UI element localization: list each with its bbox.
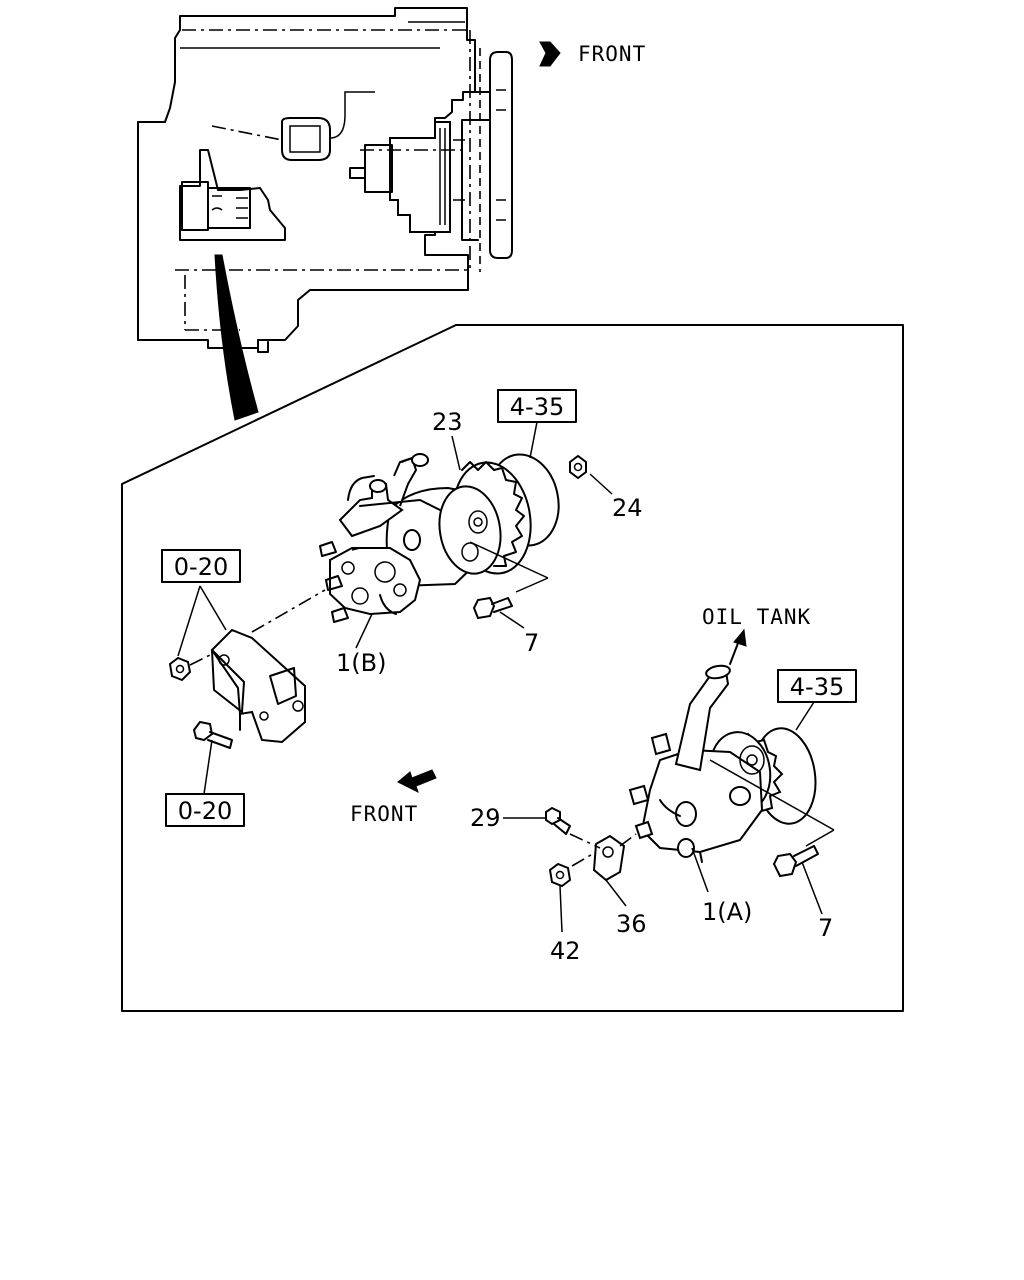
part-number-29: 29 bbox=[470, 804, 501, 832]
front-label-lower: FRONT bbox=[350, 802, 418, 826]
ref-box-4-35-upper[interactable]: 4-35 bbox=[497, 389, 577, 459]
part-number-42: 42 bbox=[550, 937, 581, 965]
pump-assembly-1a bbox=[628, 664, 835, 893]
detail-frame bbox=[121, 324, 904, 1012]
ref-label-0-20-upper: 0-20 bbox=[174, 553, 228, 581]
bolt-7-lower bbox=[772, 845, 823, 915]
part-number-36: 36 bbox=[616, 910, 647, 938]
front-label-top: FRONT bbox=[578, 42, 646, 66]
engine-overview bbox=[137, 7, 513, 353]
bolt-7-upper bbox=[472, 596, 525, 629]
part-number-7-lower: 7 bbox=[818, 914, 833, 942]
ref-box-0-20-lower[interactable]: 0-20 bbox=[165, 793, 245, 827]
part-number-7-upper: 7 bbox=[524, 629, 539, 657]
part-number-24: 24 bbox=[612, 494, 643, 522]
front-arrow-top: FRONT bbox=[539, 41, 646, 67]
ref-label-0-20-lower: 0-20 bbox=[178, 797, 232, 825]
callout-23: 23 bbox=[432, 408, 463, 471]
part-number-23: 23 bbox=[432, 408, 463, 436]
ref-box-4-35-lower[interactable]: 4-35 bbox=[777, 669, 857, 731]
pump-assembly-1b bbox=[319, 453, 560, 623]
front-arrow-lower: FRONT bbox=[350, 769, 437, 826]
oil-tank-label: OIL TANK bbox=[702, 605, 811, 629]
callout-1b: 1(B) bbox=[336, 613, 386, 677]
ref-label-4-35-upper: 4-35 bbox=[510, 393, 564, 421]
part-number-1b: 1(B) bbox=[336, 649, 386, 677]
nut-24 bbox=[569, 454, 613, 495]
bracket-assembly bbox=[168, 585, 326, 795]
ref-box-0-20-upper[interactable]: 0-20 bbox=[161, 549, 241, 583]
detail-leader bbox=[214, 254, 259, 421]
fasteners-29-36-42 bbox=[503, 806, 637, 933]
part-number-1a: 1(A) bbox=[702, 898, 752, 926]
ref-label-4-35-lower: 4-35 bbox=[790, 673, 844, 701]
oil-tank-arrow: OIL TANK bbox=[702, 605, 811, 665]
